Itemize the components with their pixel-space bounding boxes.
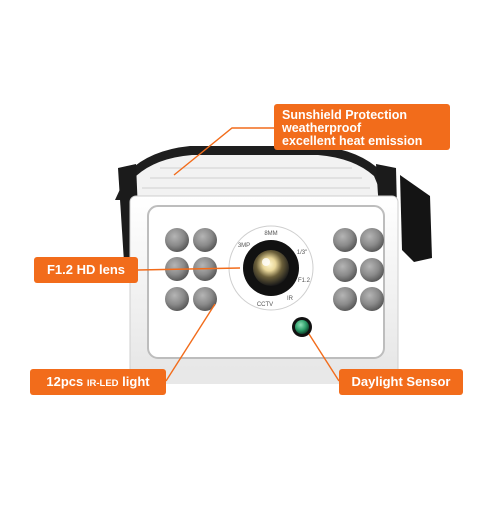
ir-led-cluster-right bbox=[333, 228, 384, 311]
ir-led-prefix: 12pcs bbox=[46, 374, 87, 389]
sunshield-line-2: weatherproof bbox=[282, 121, 362, 135]
ir-led-cluster-left bbox=[165, 228, 217, 311]
lens-callout: F1.2 HD lens bbox=[34, 257, 138, 283]
camera-lens: 8MM 1/3" F1.2 IR CCTV 3MP bbox=[228, 225, 314, 311]
callout-leader-lines bbox=[137, 127, 340, 382]
sunshield-callout: Sunshield Protection weatherproof excell… bbox=[274, 104, 450, 150]
ir-led-emph: IR-LED bbox=[86, 378, 119, 389]
daylight-sensor-callout: Daylight Sensor bbox=[339, 369, 463, 395]
ir-led-suffix: light bbox=[118, 374, 150, 389]
lens-ring-text: CCTV bbox=[257, 302, 273, 308]
sunshield-line-1: Sunshield Protection bbox=[282, 108, 408, 122]
daylight-callout-label: Daylight Sensor bbox=[351, 374, 451, 389]
ir-led-callout: 12pcs IR-LED light bbox=[30, 369, 166, 395]
daylight-sensor bbox=[292, 317, 312, 337]
lens-callout-label: F1.2 HD lens bbox=[46, 262, 126, 277]
lens-ring-text: F1.2 bbox=[298, 278, 311, 284]
sunshield-line-3: excellent heat emission bbox=[282, 134, 423, 148]
sunshield bbox=[115, 146, 432, 262]
lens-ring-text: 8MM bbox=[264, 231, 277, 237]
lens-ring-text: IR bbox=[287, 296, 294, 302]
lens-ring-text: 3MP bbox=[238, 243, 250, 249]
lens-ring-text: 1/3" bbox=[297, 250, 307, 256]
